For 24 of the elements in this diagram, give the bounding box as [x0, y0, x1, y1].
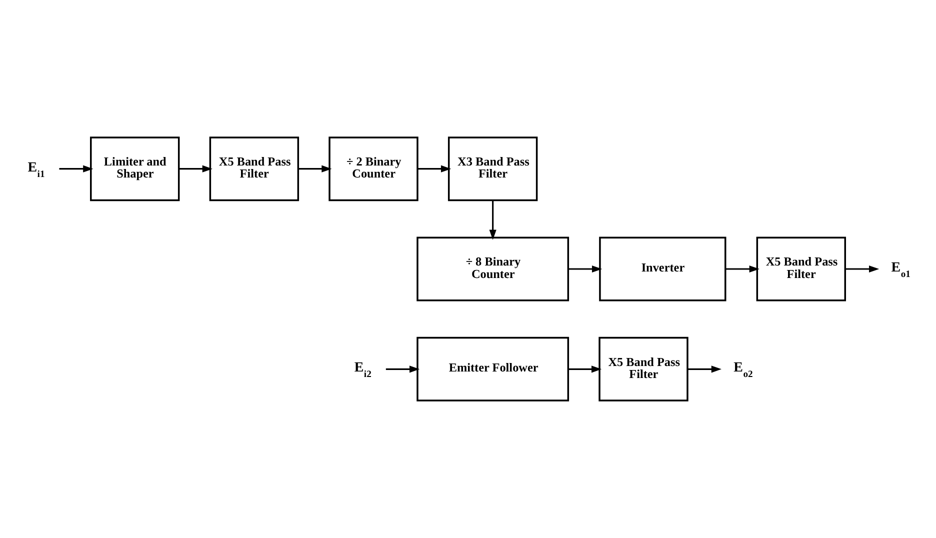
node-box: Emitter Follower — [416, 336, 570, 402]
node-text: E$_{o2}$ — [734, 360, 753, 380]
node-text: E$_{o1}$ — [891, 260, 910, 280]
arrow — [725, 265, 760, 273]
node-text: E$_{i1}$ — [28, 160, 45, 180]
node-box: X5 Band Pass Filter — [756, 236, 846, 302]
node-box: X5 Band Pass Filter — [209, 136, 300, 202]
node-box: Inverter — [599, 236, 726, 302]
arrow — [489, 200, 496, 240]
node-box: Limiter and Shaper — [90, 136, 180, 202]
node-box: ÷ 2 Binary Counter — [328, 136, 418, 202]
arrow — [59, 165, 94, 172]
node-text: E$_{i2}$ — [354, 360, 372, 380]
arrow — [298, 165, 332, 172]
node-box: X5 Band Pass Filter — [598, 336, 688, 402]
arrow — [568, 265, 602, 273]
node-box: ÷ 8 Binary Counter — [416, 236, 570, 302]
arrow — [568, 366, 602, 373]
arrow — [688, 366, 722, 373]
arrow — [178, 165, 212, 172]
arrow — [386, 366, 420, 373]
node-box: X3 Band Pass Filter — [448, 136, 538, 202]
arrow — [418, 165, 452, 172]
arrow — [845, 265, 880, 273]
